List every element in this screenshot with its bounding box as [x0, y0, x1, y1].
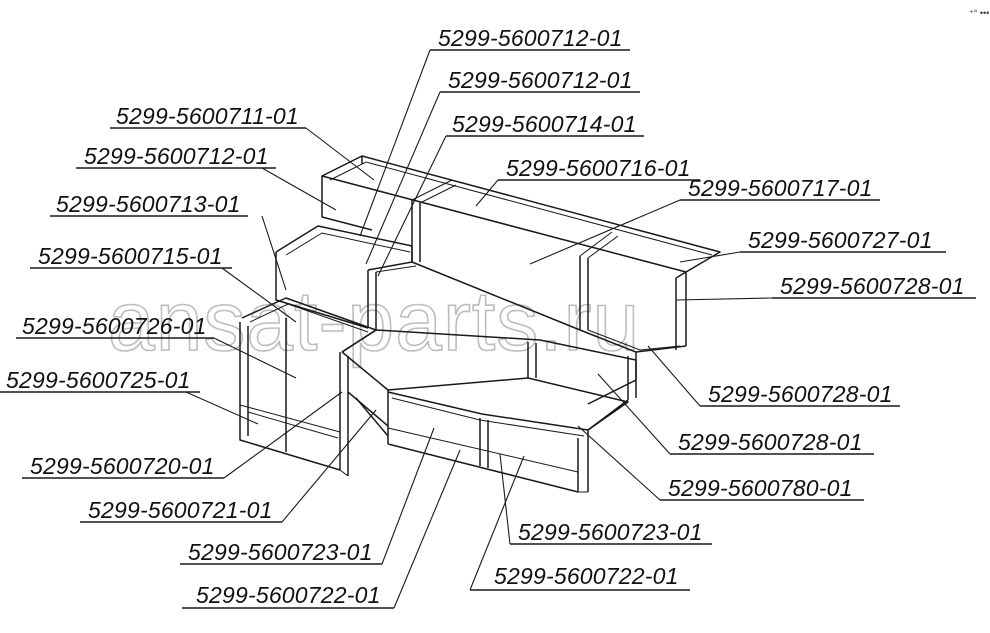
part-label: 5299-5600723-01	[518, 519, 703, 545]
part-label: 5299-5600713-01	[56, 191, 241, 217]
part-label: 5299-5600716-01	[506, 155, 691, 181]
part-label: 5299-5600714-01	[452, 111, 637, 137]
part-label: 5299-5600728-01	[708, 381, 893, 407]
stepped-frame	[239, 155, 721, 493]
corner-mark: ⁺° •••	[969, 8, 989, 18]
part-labels: 5299-5600712-01 5299-5600712-01 5299-560…	[0, 25, 976, 609]
part-label: 5299-5600725-01	[6, 367, 191, 393]
part-label: 5299-5600780-01	[668, 475, 853, 501]
leader-lines	[185, 49, 773, 609]
part-label: 5299-5600722-01	[494, 563, 679, 589]
part-label: 5299-5600712-01	[448, 67, 633, 93]
part-label: 5299-5600711-01	[116, 103, 299, 129]
part-label: 5299-5600721-01	[88, 497, 273, 523]
part-label: 5299-5600723-01	[188, 539, 373, 565]
part-label: 5299-5600715-01	[38, 243, 223, 269]
part-label: 5299-5600722-01	[196, 582, 381, 608]
part-label: 5299-5600726-01	[22, 313, 207, 339]
part-label: 5299-5600712-01	[84, 143, 269, 169]
part-label: 5299-5600727-01	[748, 227, 933, 253]
watermark: ansat-parts.ru	[108, 274, 640, 368]
part-label: 5299-5600720-01	[30, 453, 215, 479]
part-label: 5299-5600712-01	[438, 25, 623, 51]
part-label: 5299-5600728-01	[780, 273, 965, 299]
part-label: 5299-5600728-01	[678, 429, 863, 455]
part-label: 5299-5600717-01	[688, 175, 873, 201]
